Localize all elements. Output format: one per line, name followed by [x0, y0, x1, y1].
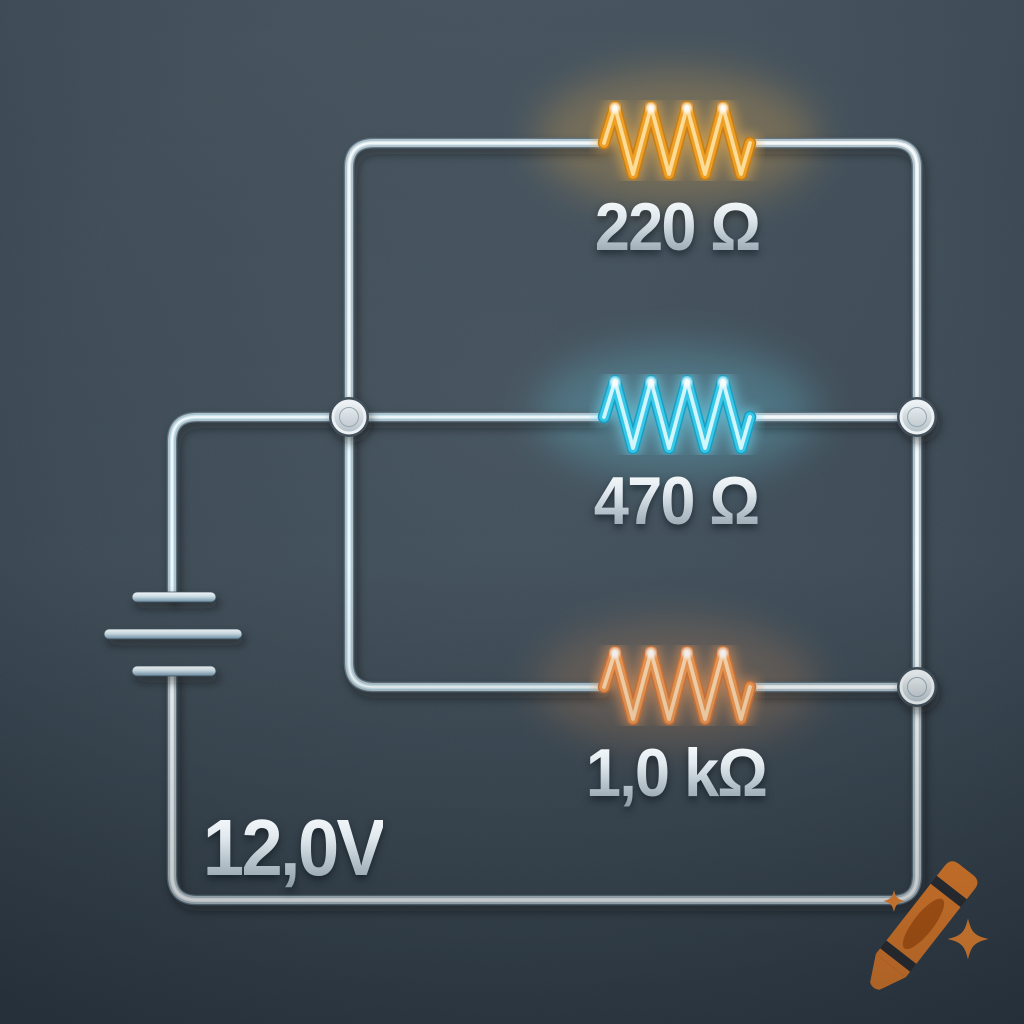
battery-voltage-label: 12,0V [202, 803, 386, 892]
resistor-r3-label: 1,0 kΩ [585, 735, 768, 811]
resistor-r1-label: 220 Ω [594, 189, 761, 265]
resistor-r2-label: 470 Ω [593, 463, 760, 539]
